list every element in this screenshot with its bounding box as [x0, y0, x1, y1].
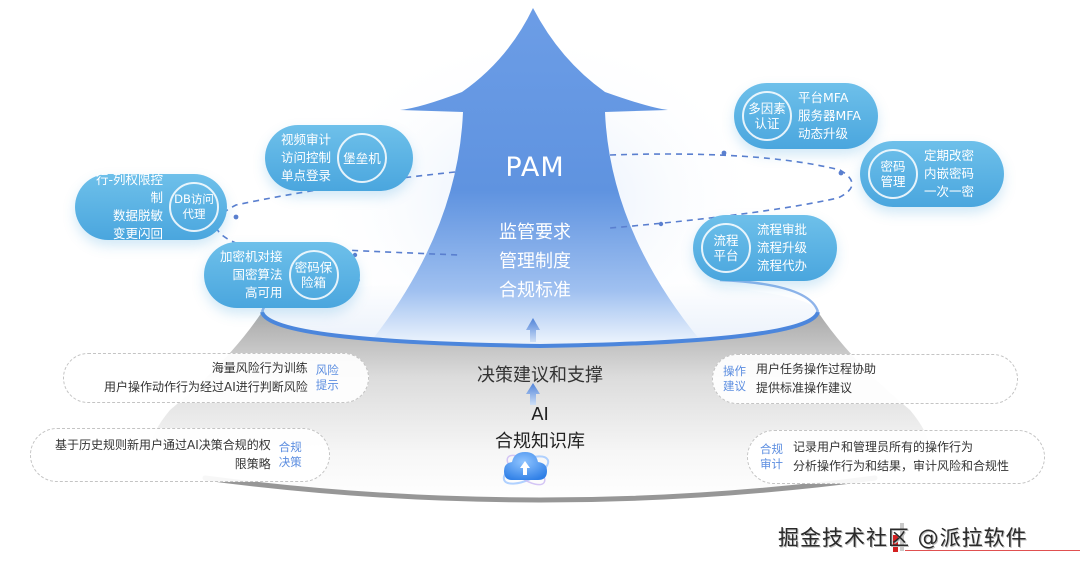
pam-line: 监管要求 — [499, 222, 571, 243]
feature-text: 流程审批 — [757, 222, 808, 237]
card-risk-alert: 海量风险行为训练 用户操作动作行为经过AI进行判断风险 风险 提示 — [63, 353, 369, 403]
pill-ring-label: 密码保险箱 — [288, 250, 339, 300]
watermark-accent — [893, 535, 898, 552]
pill-db-proxy: 行-列权限控制 数据脱敏 变更闪回 DB访问代理 — [75, 171, 227, 243]
card-operation-advice: 操作 建议 用户任务操作过程协助 提供标准操作建议 — [712, 354, 1018, 404]
pam-requirements: 监管要求 管理制度 合规标准 — [470, 218, 600, 305]
pill-ring-label: 流程平台 — [701, 223, 751, 273]
card-description: 基于历史规则新用户通过AI决策合规的权 限策略 — [55, 436, 271, 474]
feature-text: 高可用 — [245, 285, 283, 300]
pill-mfa: 多因素认证 平台MFA 服务器MFA 动态升级 — [734, 83, 878, 149]
decision-support-label: 决策建议和支撑 — [477, 365, 603, 386]
cloud-upload-icon — [502, 452, 550, 486]
pam-line: 管理制度 — [499, 251, 571, 272]
feature-text: 行-列权限控制 — [95, 172, 163, 205]
platform-ring-front — [260, 311, 820, 349]
feature-text: 流程代办 — [757, 258, 808, 273]
pill-ring-label: 密码管理 — [868, 149, 918, 199]
pill-ring-label: DB访问代理 — [169, 182, 219, 232]
orbit-dot — [721, 150, 727, 156]
pill-features: 定期改密 内嵌密码 一次一密 — [918, 147, 990, 201]
card-tag: 合规 审计 — [760, 442, 783, 472]
pam-arrow — [372, 8, 700, 340]
card-tag: 操作 建议 — [723, 364, 746, 394]
card-compliance-decision: 基于历史规则新用户通过AI决策合规的权 限策略 合规 决策 — [30, 428, 330, 482]
up-arrow-upper — [526, 318, 540, 342]
card-tag: 风险 提示 — [316, 363, 339, 393]
card-compliance-audit: 合规 审计 记录用户和管理员所有的操作行为 分析操作行为和结果，审计风险和合规性 — [747, 430, 1045, 484]
watermark-underline — [905, 550, 1080, 551]
feature-text: 一次一密 — [924, 184, 975, 199]
pill-features: 视频审计 访问控制 单点登录 — [265, 131, 337, 185]
card-line: 基于历史规则新用户通过AI决策合规的权 — [55, 438, 271, 452]
card-line: 用户操作动作行为经过AI进行判断风险 — [104, 380, 308, 394]
tag-text: 提示 — [315, 378, 339, 392]
pill-password-vault: 加密机对接 国密算法 高可用 密码保险箱 — [204, 242, 360, 308]
tag-text: 决策 — [278, 455, 302, 469]
feature-text: 平台MFA — [798, 90, 849, 105]
feature-text: 内嵌密码 — [924, 166, 975, 181]
feature-text: 视频审计 — [281, 132, 332, 147]
orbit-dot — [838, 170, 844, 176]
pill-features: 平台MFA 服务器MFA 动态升级 — [792, 89, 877, 143]
pill-bastion-host: 视频审计 访问控制 单点登录 堡垒机 — [265, 125, 413, 191]
watermark-divider — [900, 523, 904, 551]
card-description: 用户任务操作过程协助 提供标准操作建议 — [756, 360, 876, 398]
watermark: 掘金技术社区 @派拉软件 — [778, 526, 1028, 550]
card-line: 限策略 — [234, 457, 271, 471]
ai-label: AI — [531, 404, 549, 425]
feature-text: 国密算法 — [232, 267, 283, 282]
feature-text: 流程升级 — [757, 240, 808, 255]
up-arrow-lower — [526, 383, 540, 405]
card-description: 记录用户和管理员所有的操作行为 分析操作行为和结果，审计风险和合规性 — [793, 438, 1009, 476]
feature-text: 访问控制 — [281, 150, 332, 165]
feature-text: 单点登录 — [281, 168, 332, 183]
card-line: 提供标准操作建议 — [756, 381, 853, 395]
feature-text: 服务器MFA — [798, 108, 861, 123]
pill-features: 加密机对接 国密算法 高可用 — [204, 248, 289, 302]
card-description: 海量风险行为训练 用户操作动作行为经过AI进行判断风险 — [104, 359, 308, 397]
feature-text: 数据脱敏 — [112, 208, 163, 223]
card-line: 海量风险行为训练 — [211, 361, 308, 375]
feature-text: 变更闪回 — [112, 226, 163, 241]
tag-text: 合规 — [278, 440, 302, 454]
tag-text: 建议 — [723, 379, 746, 393]
pill-ring-label: 堡垒机 — [337, 133, 388, 183]
pill-features: 流程审批 流程升级 流程代办 — [751, 221, 823, 275]
card-line: 记录用户和管理员所有的操作行为 — [793, 440, 974, 454]
pill-password-management: 密码管理 定期改密 内嵌密码 一次一密 — [860, 141, 1004, 207]
pam-line: 合规标准 — [499, 280, 571, 301]
card-line: 用户任务操作过程协助 — [756, 362, 877, 376]
card-line: 分析操作行为和结果，审计风险和合规性 — [793, 459, 1010, 473]
orbit-dot — [658, 221, 664, 227]
knowledge-base-label: 合规知识库 — [495, 431, 585, 452]
tag-text: 操作 — [723, 364, 746, 378]
tag-text: 风险 — [315, 363, 339, 377]
feature-text: 动态升级 — [798, 126, 849, 141]
orbit-dot — [233, 214, 239, 220]
pill-ring-label: 多因素认证 — [742, 91, 792, 141]
tag-text: 合规 — [760, 442, 783, 456]
card-tag: 合规 决策 — [279, 440, 302, 470]
pill-workflow-platform: 流程平台 流程审批 流程升级 流程代办 — [693, 215, 837, 281]
pill-features: 行-列权限控制 数据脱敏 变更闪回 — [75, 171, 169, 243]
feature-text: 加密机对接 — [220, 249, 283, 264]
pam-title: PAM — [505, 152, 565, 183]
base-rim-shadow — [202, 475, 878, 503]
feature-text: 定期改密 — [924, 148, 975, 163]
tag-text: 审计 — [760, 457, 783, 471]
